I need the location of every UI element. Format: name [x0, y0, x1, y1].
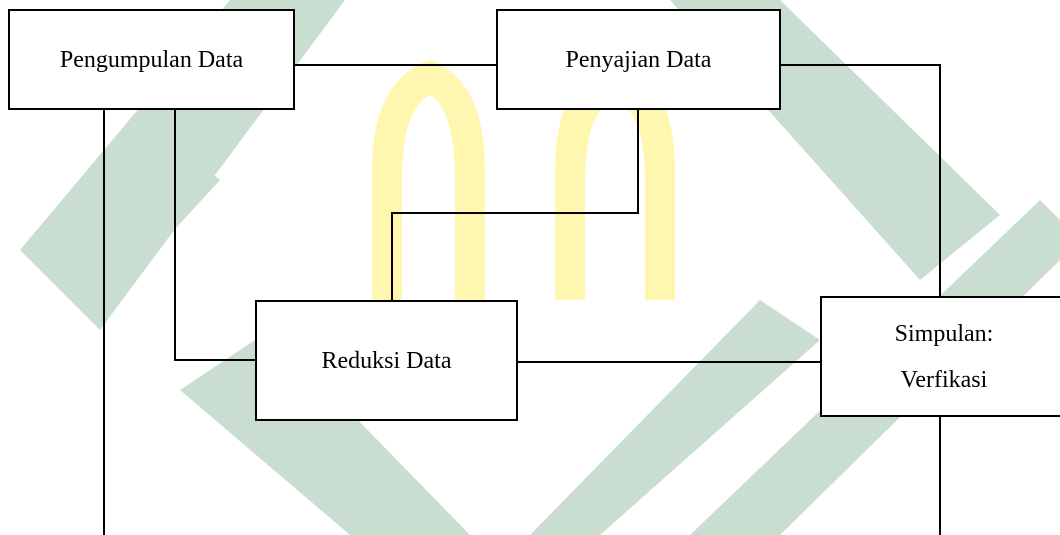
edge-penyajian-simpulan	[781, 64, 941, 296]
node-simpulan-verifikasi: Simpulan: Verfikasi	[820, 296, 1060, 417]
node-label-line1: Simpulan:	[894, 320, 994, 347]
watermark-band-lower-right	[530, 300, 820, 535]
watermark-band-upper-left	[60, 130, 220, 300]
node-label-line2: Verfikasi	[900, 366, 988, 393]
node-reduksi-data: Reduksi Data	[255, 300, 518, 421]
watermark-band-bottom	[180, 330, 470, 535]
watermark-arch-right	[555, 55, 675, 300]
edge-pengumpulan-reduksi	[174, 110, 255, 361]
node-label: Penyajian Data	[565, 46, 712, 73]
watermark-arch-left	[372, 60, 485, 300]
node-label: Pengumpulan Data	[59, 46, 244, 73]
edge-penyajian-reduksi	[391, 110, 639, 300]
node-label: Reduksi Data	[321, 347, 452, 374]
node-penyajian-data: Penyajian Data	[496, 9, 781, 110]
node-pengumpulan-data: Pengumpulan Data	[8, 9, 295, 110]
